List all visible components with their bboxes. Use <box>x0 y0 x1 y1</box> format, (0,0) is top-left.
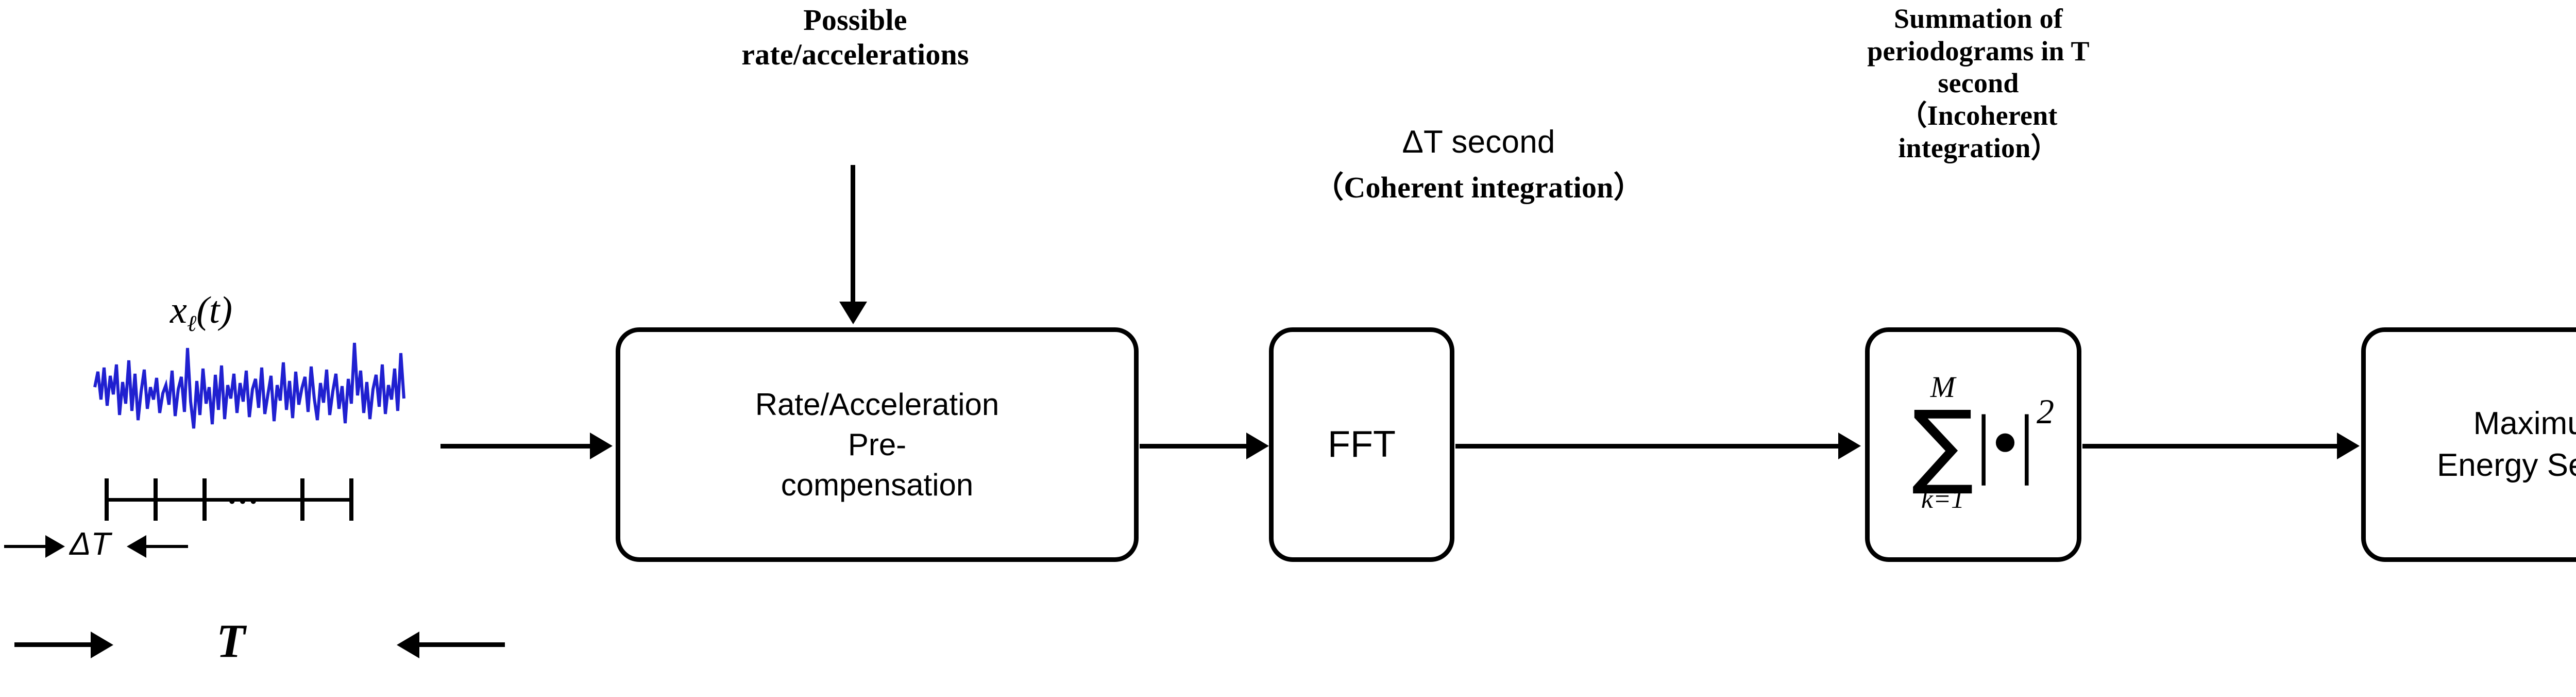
connector-down-arrowhead <box>839 302 867 324</box>
delta-t-label: ΔT <box>70 526 111 562</box>
input-noise-waveform <box>93 338 407 449</box>
connector-arrowhead <box>1838 433 1861 459</box>
total-t-right-stem <box>418 642 505 647</box>
timeline-tick <box>349 478 353 521</box>
block-rate-acceleration-precompensation[interactable]: Rate/Acceleration Pre- compensation <box>616 327 1139 562</box>
delta-t-right-arrowhead <box>127 535 146 558</box>
total-t-left-stem <box>14 642 92 647</box>
timeline-tick <box>154 478 158 521</box>
caption-line: rate/accelerations <box>741 38 969 72</box>
connector-fft-to-sum <box>1455 444 1839 449</box>
caption-line: periodograms in T <box>1867 35 2090 67</box>
signal-subscript-ell: ℓ <box>187 310 197 336</box>
caption-line-delta-t-second: ΔT second <box>1402 124 1555 160</box>
caption-line: second <box>1938 68 2019 99</box>
connector-precomp-to-fft <box>1140 444 1248 449</box>
sigma-glyph: ∑ <box>1911 390 1974 497</box>
block-line: Maximum <box>2473 405 2576 441</box>
delta-t-left-arrowhead <box>45 535 65 558</box>
timeline-tick <box>105 478 109 521</box>
connector-input-to-precomp <box>440 444 590 449</box>
block-line: Energy Search <box>2436 447 2576 483</box>
connector-arrowhead <box>590 433 613 459</box>
connector-captions-to-precomp <box>851 165 855 302</box>
connector-arrowhead <box>2337 433 2360 459</box>
summation-upper-limit: M <box>1930 370 1956 404</box>
delta-t-left-stem <box>4 545 46 548</box>
caption-line: Summation of <box>1894 3 2063 34</box>
block-line: FFT <box>1328 423 1396 465</box>
input-signal-label: xℓ(t) <box>170 289 232 337</box>
timeline-tick <box>202 478 207 521</box>
caption-possible-rate-accelerations: Possible rate/accelerations <box>608 3 1103 72</box>
total-t-label: T <box>216 615 246 667</box>
total-t-left-arrowhead <box>397 632 419 658</box>
block-line: Pre- <box>848 427 907 462</box>
connector-sum-to-maxsearch <box>2082 444 2337 449</box>
caption-line: （Incoherent <box>1899 99 2058 131</box>
connector-arrowhead <box>1246 433 1269 459</box>
timeline-bar-right <box>303 498 352 502</box>
timeline-tick <box>300 478 304 521</box>
signal-x: x <box>170 289 187 331</box>
magnitude-operand: |•| <box>1975 399 2035 486</box>
block-fft[interactable]: FFT <box>1269 327 1454 562</box>
caption-line: Possible <box>803 3 907 37</box>
timeline-ellipsis: ··· <box>227 484 259 519</box>
summation-operator: M ∑ k=1 <box>1912 372 1974 513</box>
summation-lower-limit: k=1 <box>1921 485 1965 515</box>
caption-line-coherent: （Coherent integration） <box>1314 170 1643 204</box>
caption-line: integration） <box>1898 132 2059 163</box>
block-incoherent-summation[interactable]: M ∑ k=1 |•| 2 <box>1865 327 2081 562</box>
signal-argument: (t) <box>196 289 233 331</box>
delta-t-right-stem <box>146 545 188 548</box>
total-t-right-arrowhead <box>91 632 113 658</box>
caption-coherent-integration: ΔT second （Coherent integration） <box>1175 124 1783 205</box>
block-maximum-energy-search[interactable]: Maximum Energy Search <box>2361 327 2576 562</box>
block-line: Rate/Acceleration <box>755 387 999 422</box>
caption-incoherent-integration: Summation of periodograms in T second （I… <box>1803 3 2154 164</box>
magnitude-exponent: 2 <box>2037 391 2055 431</box>
block-line: compensation <box>781 467 974 502</box>
